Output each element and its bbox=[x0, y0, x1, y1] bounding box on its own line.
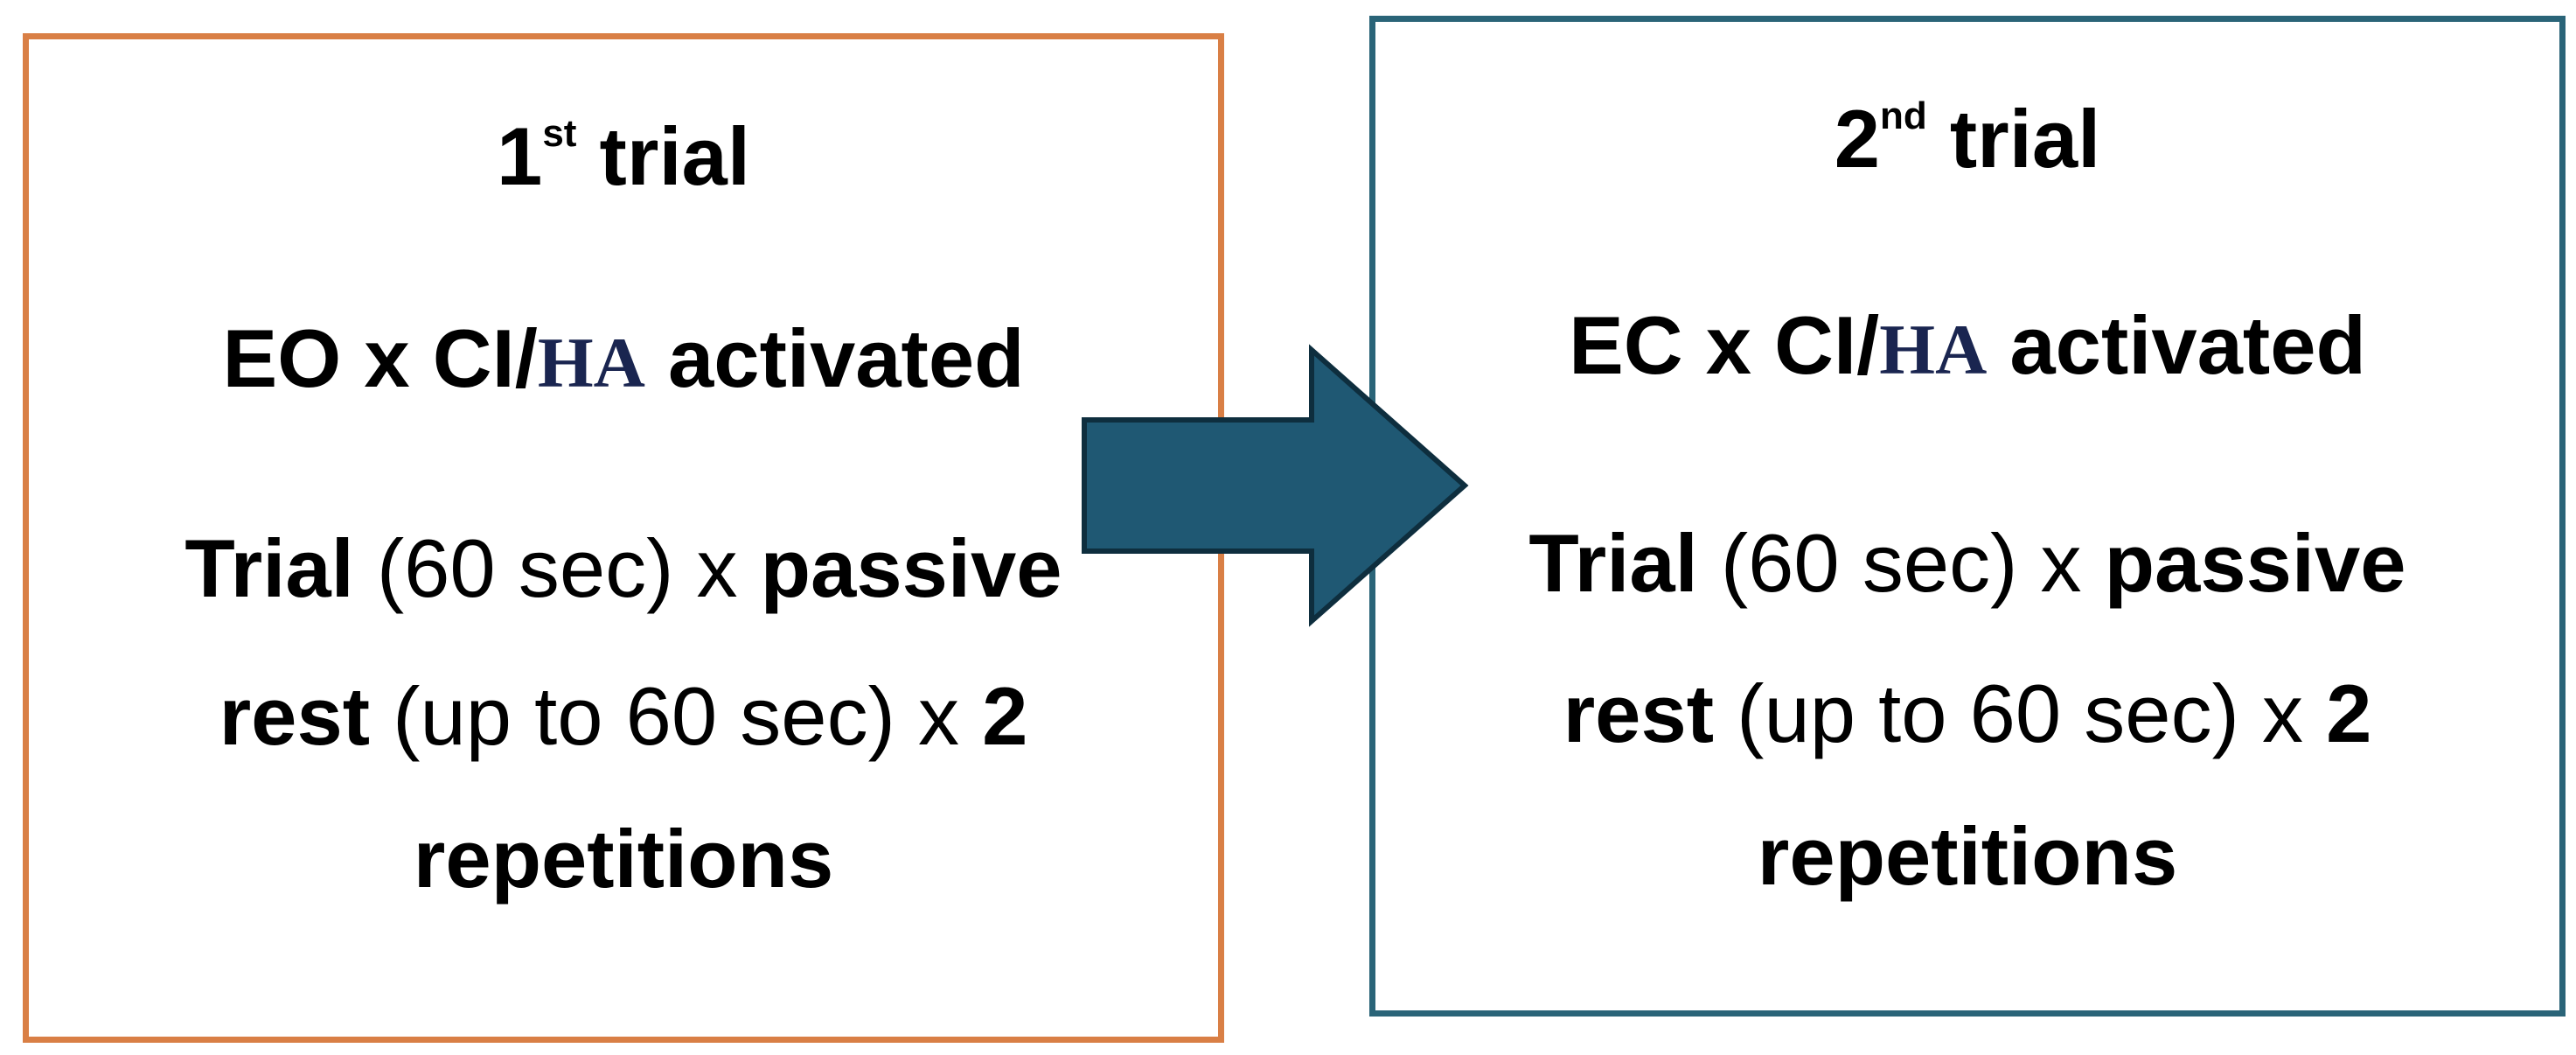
protocol-repetition-count: 2 bbox=[982, 670, 1028, 762]
first-trial-condition: EO x CI/HA activated bbox=[29, 318, 1218, 400]
protocol-passive-word: passive bbox=[760, 522, 1062, 614]
condition-ha-label: HA bbox=[537, 323, 645, 402]
protocol-trial-duration: (60 sec) x bbox=[353, 522, 761, 614]
title-number: 1 bbox=[497, 110, 543, 202]
title-ordinal-suffix: st bbox=[542, 112, 577, 155]
protocol-rest-duration: (up to 60 sec) x bbox=[1714, 667, 2327, 759]
protocol-rest-word: rest bbox=[1563, 667, 1715, 759]
second-trial-protocol-line-2: rest (up to 60 sec) x 2 bbox=[1375, 673, 2559, 755]
condition-suffix: activated bbox=[644, 312, 1025, 404]
protocol-trial-duration: (60 sec) x bbox=[1697, 517, 2105, 609]
first-trial-protocol-line-1: Trial (60 sec) x passive bbox=[29, 528, 1218, 610]
first-trial-box: 1st trial EO x CI/HA activated Trial (60… bbox=[23, 33, 1224, 1043]
title-word: trial bbox=[576, 110, 750, 202]
title-ordinal-suffix: nd bbox=[1880, 94, 1927, 137]
second-trial-title: 2nd trial bbox=[1375, 97, 2559, 180]
protocol-rest-word: rest bbox=[219, 670, 371, 762]
first-trial-protocol-line-2: rest (up to 60 sec) x 2 bbox=[29, 675, 1218, 758]
protocol-rest-duration: (up to 60 sec) x bbox=[370, 670, 983, 762]
second-trial-box: 2nd trial EC x CI/HA activated Trial (60… bbox=[1369, 16, 2566, 1017]
second-trial-protocol-line-3: repetitions bbox=[1757, 810, 2178, 902]
condition-prefix: EC x CI/ bbox=[1569, 299, 1880, 391]
arrow-shape bbox=[1082, 344, 1469, 627]
condition-suffix: activated bbox=[1987, 299, 2366, 391]
protocol-passive-word: passive bbox=[2104, 517, 2406, 609]
first-trial-protocol-line-3: repetitions bbox=[413, 813, 834, 905]
first-trial-title: 1st trial bbox=[29, 115, 1218, 198]
condition-prefix: EO x CI/ bbox=[222, 312, 538, 404]
title-word: trial bbox=[1926, 93, 2101, 185]
title-number: 2 bbox=[1834, 93, 1880, 185]
protocol-trial-word: Trial bbox=[184, 522, 354, 614]
second-trial-protocol-line-1: Trial (60 sec) x passive bbox=[1375, 522, 2559, 604]
sequence-arrow-icon bbox=[1082, 344, 1469, 627]
protocol-trial-word: Trial bbox=[1528, 517, 1698, 609]
protocol-repetition-count: 2 bbox=[2326, 667, 2372, 759]
second-trial-condition: EC x CI/HA activated bbox=[1375, 304, 2559, 387]
condition-ha-label: HA bbox=[1879, 310, 1988, 389]
